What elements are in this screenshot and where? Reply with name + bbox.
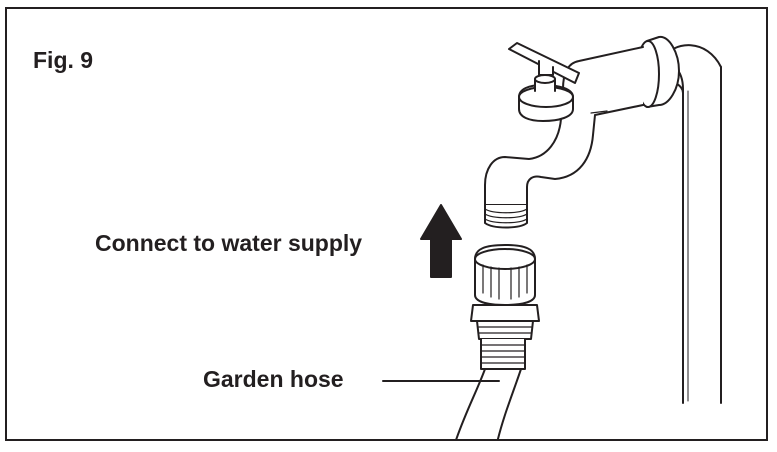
- figure-label: Fig. 9: [33, 47, 94, 73]
- supply-pipe: [682, 66, 722, 404]
- hose-coupling: [470, 244, 540, 340]
- spout-thread: [484, 204, 528, 229]
- hose-ferrule: [480, 338, 526, 370]
- figure-frame: Fig. 9 Connect to water supply Garden ho…: [5, 7, 768, 441]
- connect-label: Connect to water supply: [95, 230, 363, 256]
- garden-hose: [455, 368, 522, 439]
- hose-label: Garden hose: [203, 366, 344, 392]
- illustration: [382, 35, 722, 439]
- arrow-up-icon: [420, 204, 462, 278]
